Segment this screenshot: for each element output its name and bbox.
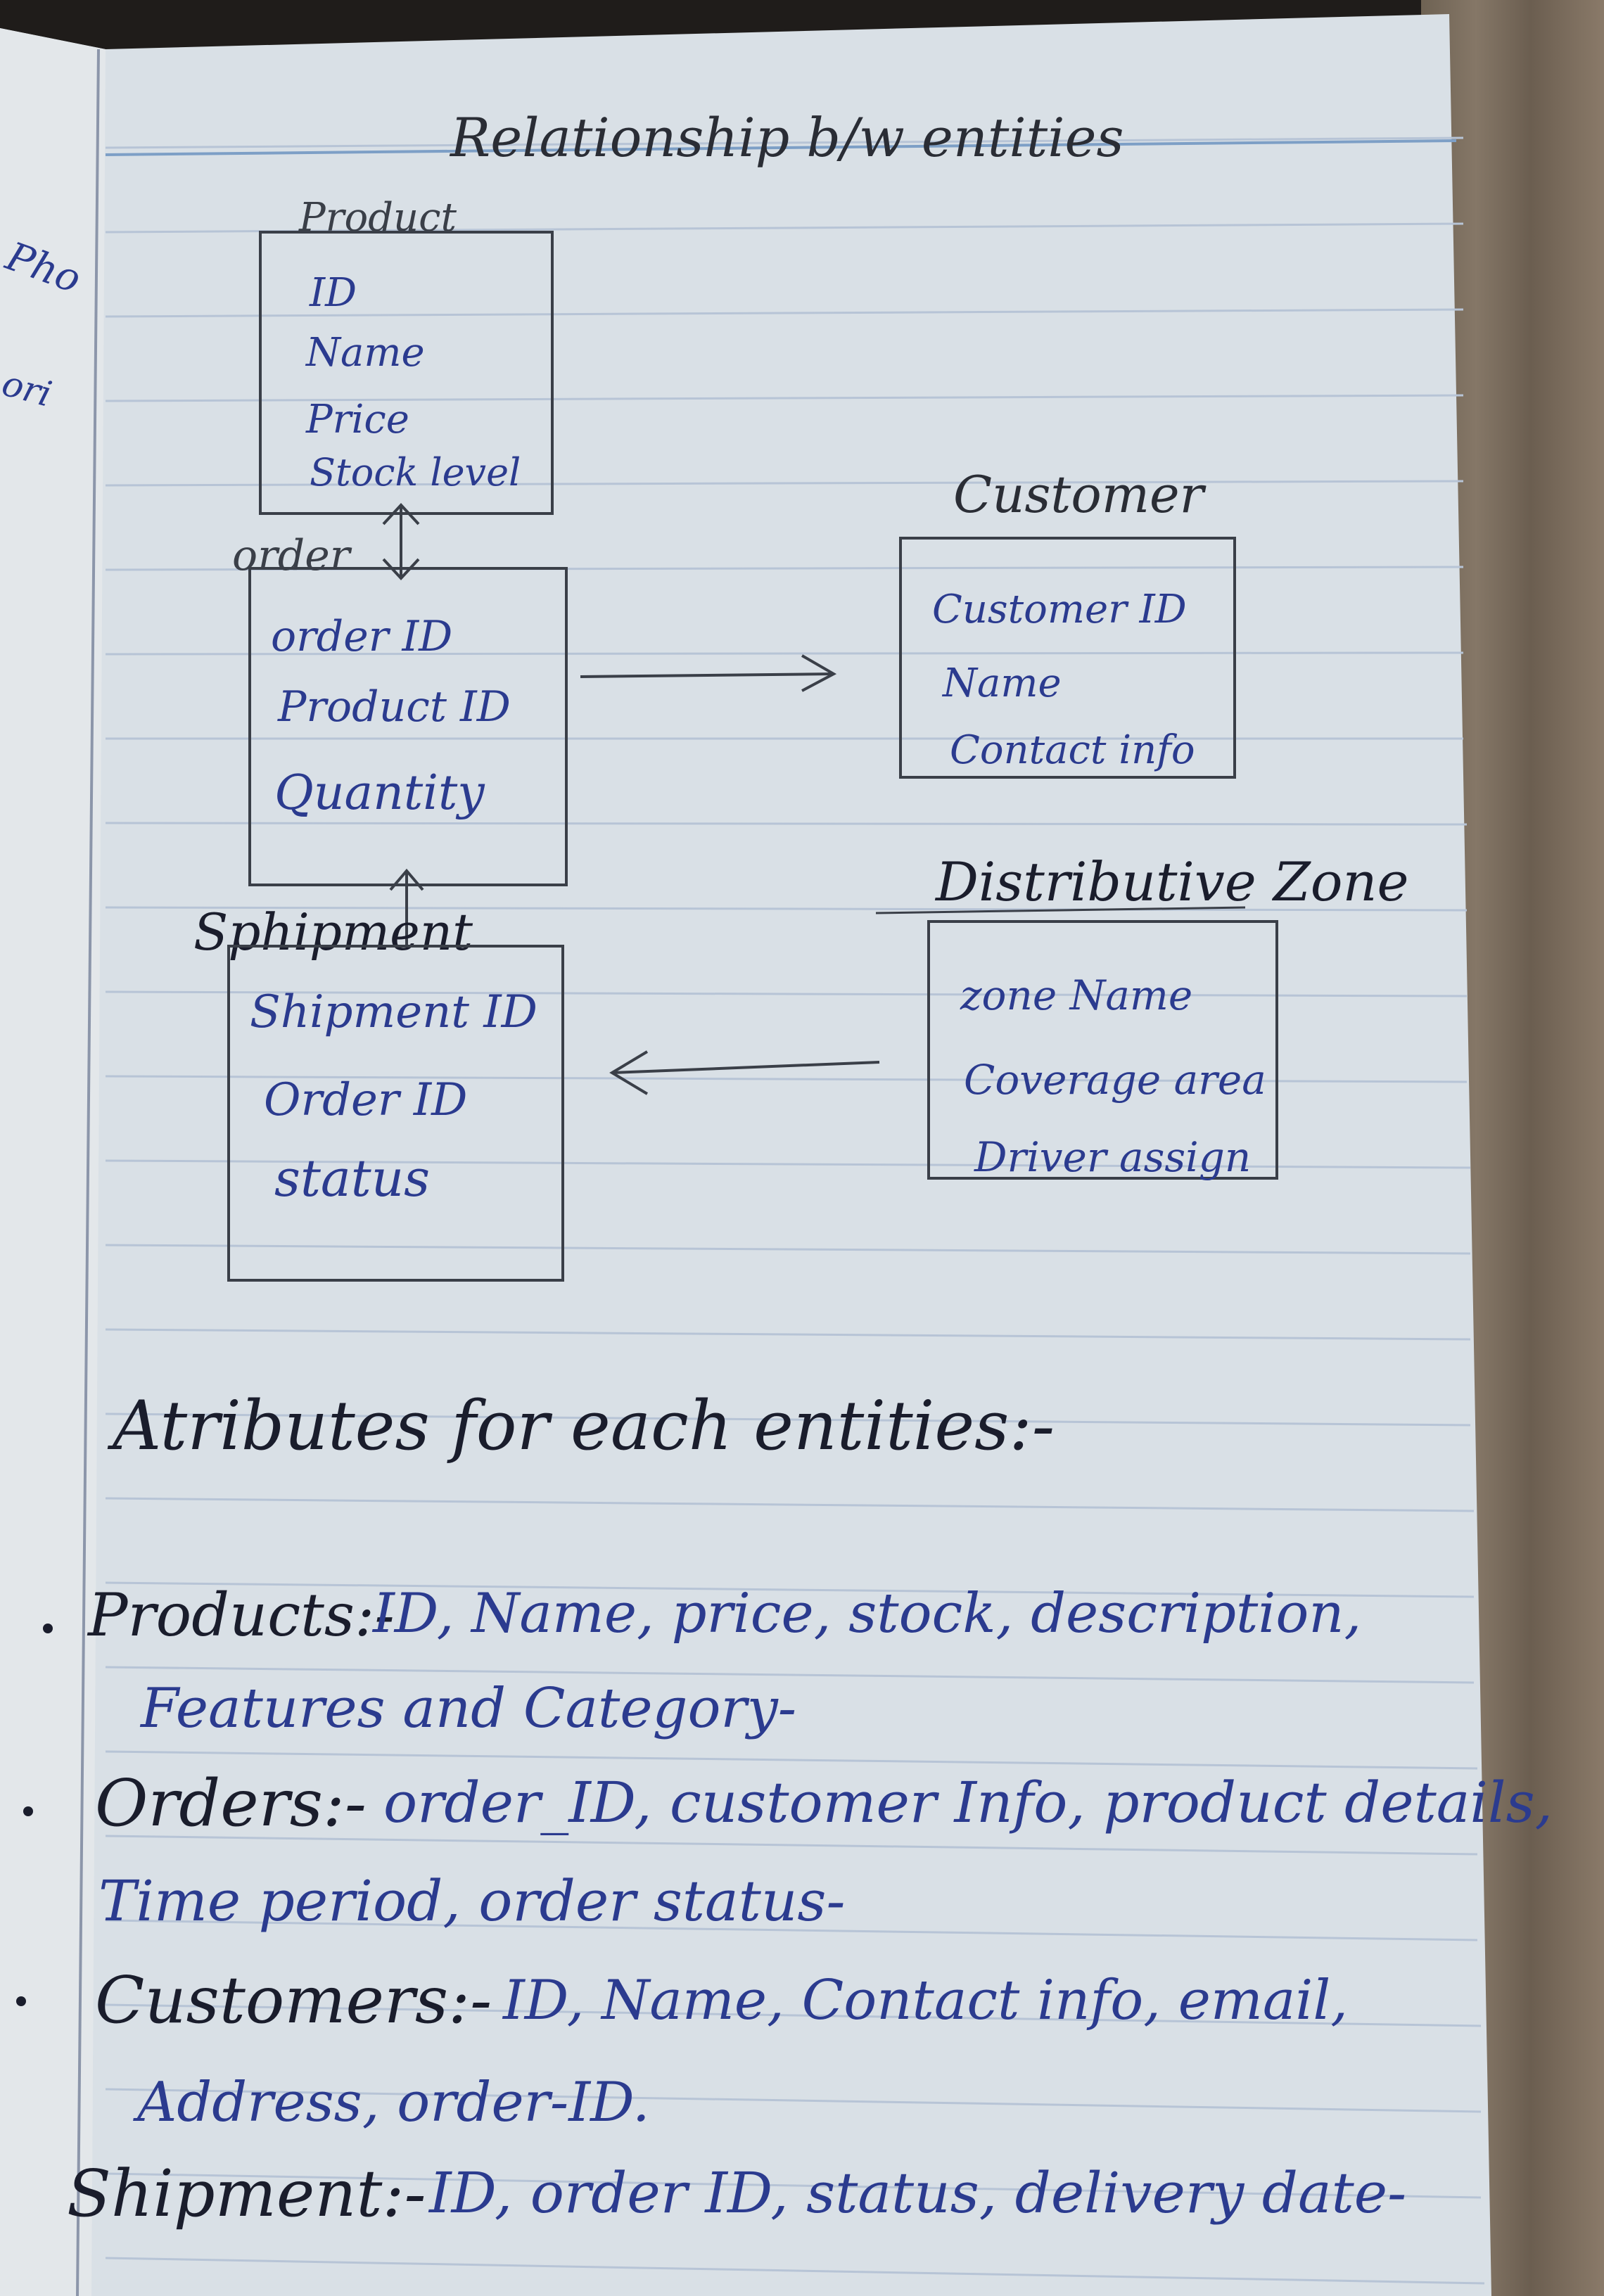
product-order-relation-arrow	[382, 503, 420, 580]
attribute-bullets	[16, 1624, 53, 2006]
customer-entity-box	[899, 537, 1236, 779]
zone-shipment-relation-arrow	[609, 1050, 880, 1095]
shipment-entity-box	[227, 945, 564, 1282]
product-field-2: Name	[305, 330, 425, 376]
zone-field-2: Coverage area	[964, 1056, 1266, 1104]
zone-field-3: Driver assign	[974, 1133, 1251, 1181]
order-field-2: Product ID	[277, 682, 511, 732]
previous-page-edge	[0, 28, 106, 2296]
shipment-field-3: status	[274, 1149, 430, 1208]
orders-attr-line1: order_ID, customer Info, product details…	[383, 1770, 1553, 1835]
customer-field-1: Customer ID	[932, 587, 1187, 632]
order-field-1: order ID	[271, 612, 452, 661]
order-field-3: Quantity	[274, 765, 485, 821]
order-entity-label: order	[232, 531, 352, 580]
customers-attr-line1: ID, Name, Contact info, email,	[502, 1969, 1348, 2032]
customers-attr-name: Customers:-	[95, 1963, 492, 2038]
shipment-attr-name: Shipment:-	[67, 2156, 426, 2231]
shipment-order-relation-arrow	[389, 868, 424, 946]
attributes-heading: Atributes for each entities:-	[107, 1386, 1055, 1465]
customer-entity-label: Customer	[953, 465, 1207, 524]
shipment-entity-label: Sphipment	[193, 903, 473, 962]
shipment-field-2: Order ID	[264, 1074, 467, 1126]
zone-field-1: zone Name	[960, 971, 1192, 1019]
products-attr-line1: ID, Name, price, stock, description,	[371, 1582, 1361, 1645]
product-entity-box	[259, 231, 554, 515]
shipment-attr-line1: ID, order ID, status, delivery date-	[428, 2160, 1406, 2226]
products-attr-line2: Features and Category-	[139, 1677, 796, 1740]
margin-line	[76, 49, 100, 2296]
orders-attr-name: Orders:-	[95, 1766, 367, 1841]
zone-entity-box	[927, 920, 1278, 1180]
customers-attr-line2: Address, order-ID.	[133, 2071, 650, 2134]
product-entity-label: Product	[298, 195, 457, 241]
product-field-4: Stock level	[310, 450, 521, 495]
customer-field-2: Name	[941, 661, 1062, 706]
orders-attr-line2: Time period, order status-	[98, 1868, 845, 1934]
product-field-3: Price	[305, 397, 409, 442]
order-customer-relation-arrow	[580, 654, 837, 692]
shipment-field-1: Shipment ID	[250, 986, 537, 1038]
zone-entity-label: Distributive Zone	[934, 850, 1408, 913]
diagram-title: Relationship b/w entities	[449, 106, 1124, 169]
customer-field-3: Contact info	[950, 727, 1195, 773]
product-field-1: ID	[309, 270, 357, 316]
zone-label-underline	[875, 906, 1246, 914]
paper-sheet	[0, 14, 1491, 2296]
title-rule	[105, 139, 1457, 156]
products-attr-name: Products:-	[87, 1581, 395, 1650]
